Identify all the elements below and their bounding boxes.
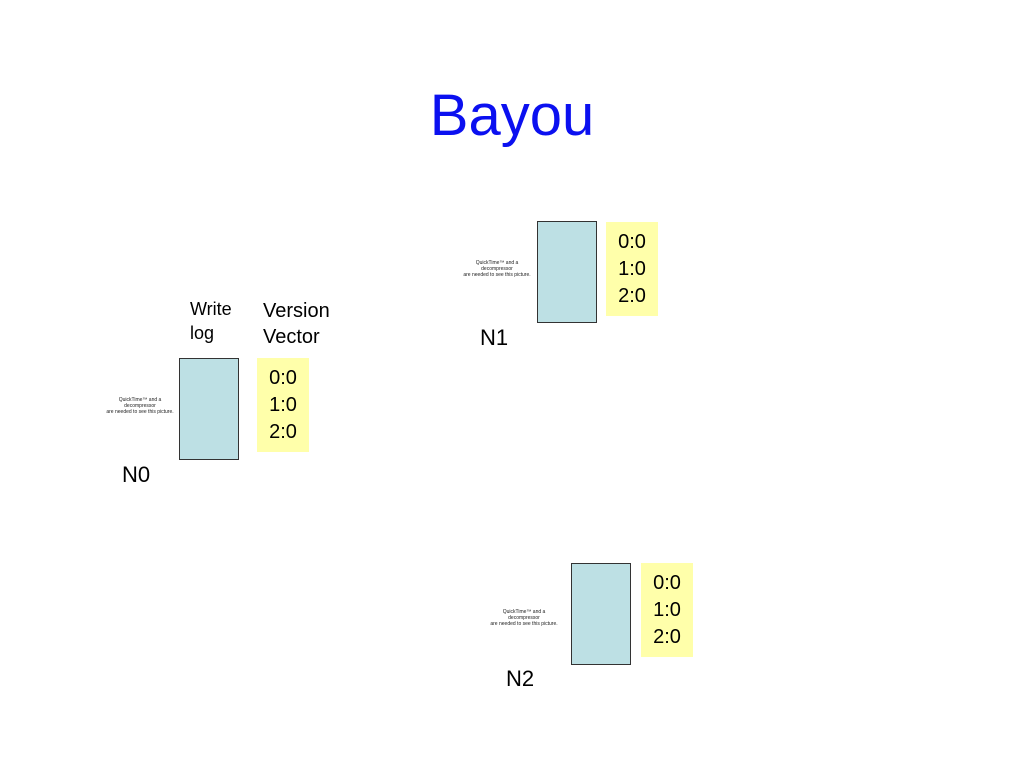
placeholder-line-3: are needed to see this picture. <box>106 409 174 415</box>
version-vector-caption: Version Vector <box>263 298 330 350</box>
version-vector-entry: 2:0 <box>269 421 297 443</box>
placeholder-line-1: QuickTime™ and a <box>118 397 162 403</box>
placeholder-line-1: QuickTime™ and a <box>502 609 546 615</box>
version-vector-entry: 0:0 <box>618 231 646 253</box>
write-log-box-n1 <box>537 221 597 323</box>
version-vector-box-n0: 0:0 1:0 2:0 <box>257 358 309 452</box>
version-vector-entry: 0:0 <box>269 367 297 389</box>
quicktime-placeholder-n1: QuickTime™ and a decompressor are needed… <box>455 260 539 278</box>
placeholder-line-2: decompressor <box>124 403 156 409</box>
version-vector-entry: 1:0 <box>618 258 646 280</box>
version-vector-box-n1: 0:0 1:0 2:0 <box>606 222 658 316</box>
quicktime-placeholder-n2: QuickTime™ and a decompressor are needed… <box>482 609 566 627</box>
placeholder-line-3: are needed to see this picture. <box>463 272 531 278</box>
version-vector-caption-line-2: Vector <box>263 326 320 348</box>
write-log-box-n2 <box>571 563 631 665</box>
node-label-n2: N2 <box>506 666 535 691</box>
version-vector-box-n2: 0:0 1:0 2:0 <box>641 563 693 657</box>
version-vector-caption-line-1: Version <box>263 300 330 322</box>
placeholder-line-2: decompressor <box>481 266 513 272</box>
placeholder-line-2: decompressor <box>508 615 540 621</box>
write-log-caption: Write log <box>190 297 232 345</box>
node-label-n0: N0 <box>122 462 151 487</box>
write-log-caption-line-2: log <box>190 323 215 343</box>
quicktime-placeholder-n0: QuickTime™ and a decompressor are needed… <box>98 397 182 415</box>
version-vector-entry: 2:0 <box>618 285 646 307</box>
version-vector-entry: 2:0 <box>653 626 681 648</box>
placeholder-line-1: QuickTime™ and a <box>475 260 519 266</box>
placeholder-line-3: are needed to see this picture. <box>490 621 558 627</box>
write-log-box-n0 <box>179 358 239 460</box>
write-log-caption-line-1: Write <box>190 299 232 319</box>
slide-title: Bayou <box>429 83 595 148</box>
version-vector-entry: 1:0 <box>269 394 297 416</box>
version-vector-entry: 0:0 <box>653 572 681 594</box>
node-label-n1: N1 <box>480 325 509 350</box>
version-vector-entry: 1:0 <box>653 599 681 621</box>
